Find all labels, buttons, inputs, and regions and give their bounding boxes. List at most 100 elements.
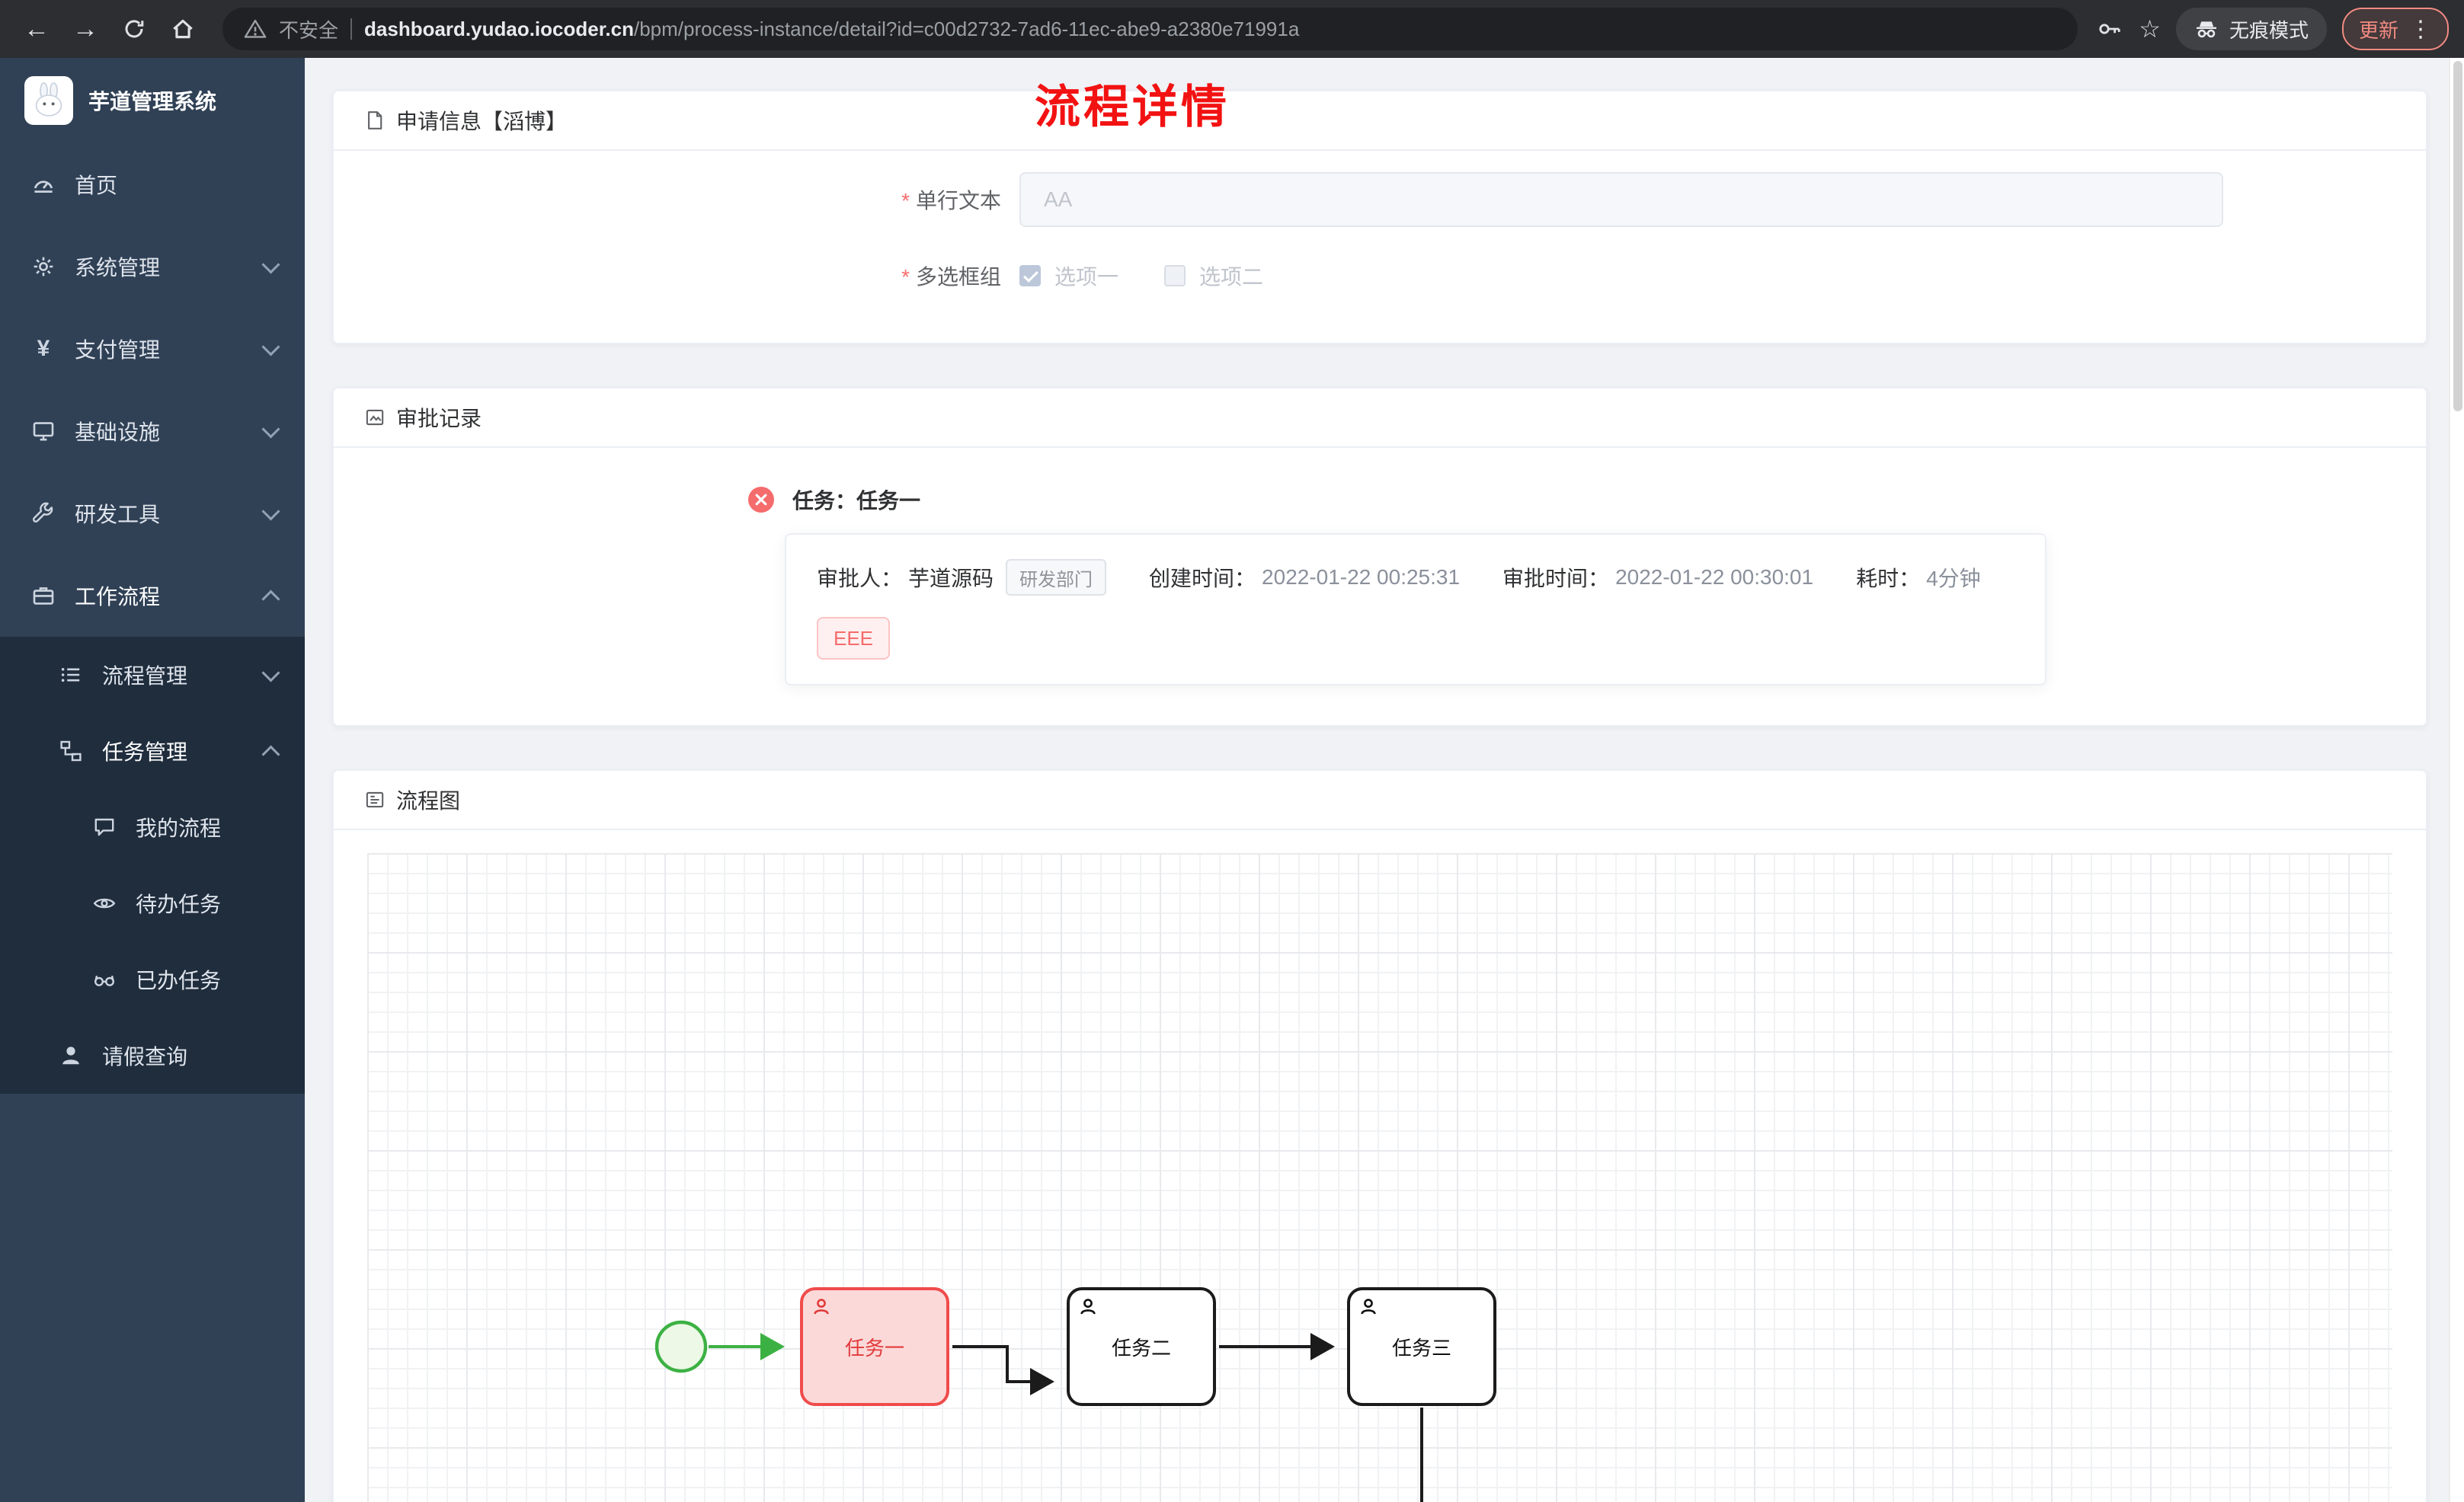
checkbox-option-1[interactable]: 选项一 <box>1019 260 1118 291</box>
url-host: dashboard.yudao.iocoder.cn <box>364 17 634 40</box>
duration-label: 耗时： <box>1856 567 1921 590</box>
form-row-checkboxes: *多选框组 选项一 选项二 <box>334 260 2426 291</box>
incognito-badge[interactable]: 无痕模式 <box>2175 8 2327 50</box>
gear-icon <box>30 254 56 280</box>
bpmn-task-node-1[interactable]: 任务一 <box>800 1287 949 1406</box>
required-mark: * <box>901 189 910 213</box>
sidebar-item-process-mgmt[interactable]: 流程管理 <box>0 637 305 713</box>
scrollbar-track[interactable] <box>2449 58 2464 1502</box>
task-node-label: 任务三 <box>1391 1336 1451 1360</box>
timeline-item: 任务：任务一 <box>748 484 2426 515</box>
incognito-label: 无痕模式 <box>2229 18 2309 42</box>
incognito-icon <box>2196 21 2216 38</box>
approved-time-value: 2022-01-22 00:30:01 <box>1615 565 1814 589</box>
created-time-value: 2022-01-22 00:25:31 <box>1262 565 1461 589</box>
checkbox-option-2[interactable]: 选项二 <box>1164 260 1263 291</box>
bpmn-task-node-3[interactable]: 任务三 <box>1347 1287 1496 1406</box>
home-icon <box>173 19 193 39</box>
approved-time-group: 审批时间： 2022-01-22 00:30:01 <box>1502 562 1813 593</box>
user-task-icon <box>814 1299 829 1315</box>
flow-task1-to-task2 <box>952 1345 1054 1395</box>
apply-card-title: 申请信息【滔博】 <box>396 110 568 133</box>
sidebar-item-label: 请假查询 <box>102 1045 188 1069</box>
scrollbar-thumb[interactable] <box>2453 61 2462 411</box>
approver-name: 芋道源码 <box>908 567 994 590</box>
app-title: 芋道管理系统 <box>88 90 217 113</box>
start-event-node <box>654 1320 708 1373</box>
home-button[interactable] <box>162 8 204 50</box>
url-path: /bpm/process-instance/detail?id=c00d2732… <box>633 17 1300 40</box>
sidebar-item-label: 系统管理 <box>75 256 161 280</box>
user-task-icon <box>1080 1299 1096 1315</box>
document-icon <box>368 111 382 129</box>
apply-info-card: 申请信息【滔博】 *单行文本 *多选框组 选项一 <box>332 90 2427 344</box>
required-mark: * <box>901 265 910 289</box>
approval-record-card: 审批记录 任务：任务一 审批人： 芋道源码 研发部门 <box>332 387 2427 727</box>
bpmn-task-node-2[interactable]: 任务二 <box>1067 1287 1216 1406</box>
sidebar-item-infra[interactable]: 基础设施 <box>0 390 305 472</box>
sidebar-item-workflow[interactable]: 工作流程 <box>0 554 305 637</box>
chevron-down-icon <box>261 663 280 682</box>
bpmn-connectors <box>654 1320 1423 1502</box>
logo-avatar <box>24 76 73 125</box>
chevron-down-icon <box>261 501 280 521</box>
sidebar-item-system[interactable]: 系统管理 <box>0 225 305 308</box>
checkbox-unchecked-icon <box>1164 265 1186 286</box>
sidebar-item-my-process[interactable]: 我的流程 <box>0 789 305 865</box>
created-time-label: 创建时间： <box>1149 567 1256 590</box>
app-logo[interactable]: 芋道管理系统 <box>0 58 305 143</box>
sidebar-item-label: 任务管理 <box>102 740 188 764</box>
back-arrow-icon: ← <box>24 14 50 43</box>
sidebar-item-label: 基础设施 <box>75 420 161 444</box>
warning-icon <box>244 19 267 38</box>
menu-dots-icon[interactable]: ⋮ <box>2409 16 2432 42</box>
approval-card-title: 审批记录 <box>396 407 482 430</box>
sidebar-item-todo-tasks[interactable]: 待办任务 <box>0 865 305 941</box>
chevron-down-icon <box>261 254 280 274</box>
approval-detail-card: 审批人： 芋道源码 研发部门 创建时间： 2022-01-22 00:25:31… <box>785 533 2046 685</box>
update-button[interactable]: 更新 ⋮ <box>2341 8 2449 50</box>
approval-card-header: 审批记录 <box>334 388 2426 448</box>
sidebar-item-leave-query[interactable]: 请假查询 <box>0 1018 305 1094</box>
field-label: *单行文本 <box>901 189 1001 213</box>
browser-toolbar: ← → 不安全 dashboard.yudao.iocoder.cn/bpm/p… <box>0 0 2464 58</box>
sidebar-item-label: 研发工具 <box>75 503 161 526</box>
diagram-icon <box>366 791 384 808</box>
sidebar: 芋道管理系统 首页 系统管理 ¥ 支付管理 基础设施 <box>0 58 305 1502</box>
sidebar-item-task-mgmt[interactable]: 任务管理 <box>0 713 305 789</box>
task-node-label: 任务二 <box>1111 1336 1171 1360</box>
back-button[interactable]: ← <box>15 8 58 50</box>
error-circle-icon <box>748 487 774 513</box>
sidebar-item-payment[interactable]: ¥ 支付管理 <box>0 308 305 390</box>
checkbox-checked-icon <box>1019 265 1041 286</box>
flow-icon <box>58 738 84 764</box>
bookmark-star-icon[interactable]: ☆ <box>2139 15 2161 43</box>
duration-value: 4分钟 <box>1926 567 1981 590</box>
chevron-down-icon <box>261 337 280 356</box>
sidebar-item-label: 我的流程 <box>136 817 222 840</box>
reload-button[interactable] <box>113 8 155 50</box>
chevron-up-icon <box>261 744 280 764</box>
department-tag: 研发部门 <box>1006 559 1107 596</box>
user-task-icon <box>1361 1299 1376 1315</box>
chevron-up-icon <box>261 589 280 609</box>
sidebar-item-home[interactable]: 首页 <box>0 143 305 225</box>
main-content: 流程详情 申请信息【滔博】 *单行文本 *多选框组 <box>305 58 2464 1502</box>
form-row-text: *单行文本 <box>334 172 2426 227</box>
diagram-card-header: 流程图 <box>334 771 2426 830</box>
chat-bubble-icon <box>91 814 117 840</box>
sidebar-item-label: 待办任务 <box>136 893 222 916</box>
bunny-logo-icon <box>35 82 62 117</box>
wrench-icon <box>30 500 56 526</box>
record-icon <box>366 409 384 426</box>
security-label[interactable]: 不安全 <box>279 18 339 42</box>
address-bar[interactable]: 不安全 dashboard.yudao.iocoder.cn/bpm/proce… <box>222 8 2078 50</box>
key-icon[interactable] <box>2096 15 2123 43</box>
forward-button[interactable]: → <box>64 8 107 50</box>
sidebar-item-devtools[interactable]: 研发工具 <box>0 472 305 554</box>
comment-tag: EEE <box>817 617 891 660</box>
sidebar-item-done-tasks[interactable]: 已办任务 <box>0 941 305 1018</box>
duration-group: 耗时： 4分钟 <box>1856 562 1981 593</box>
bpmn-canvas[interactable]: 任务一 任务二 任务三 <box>367 853 2392 1502</box>
single-line-text-input[interactable] <box>1019 172 2223 227</box>
